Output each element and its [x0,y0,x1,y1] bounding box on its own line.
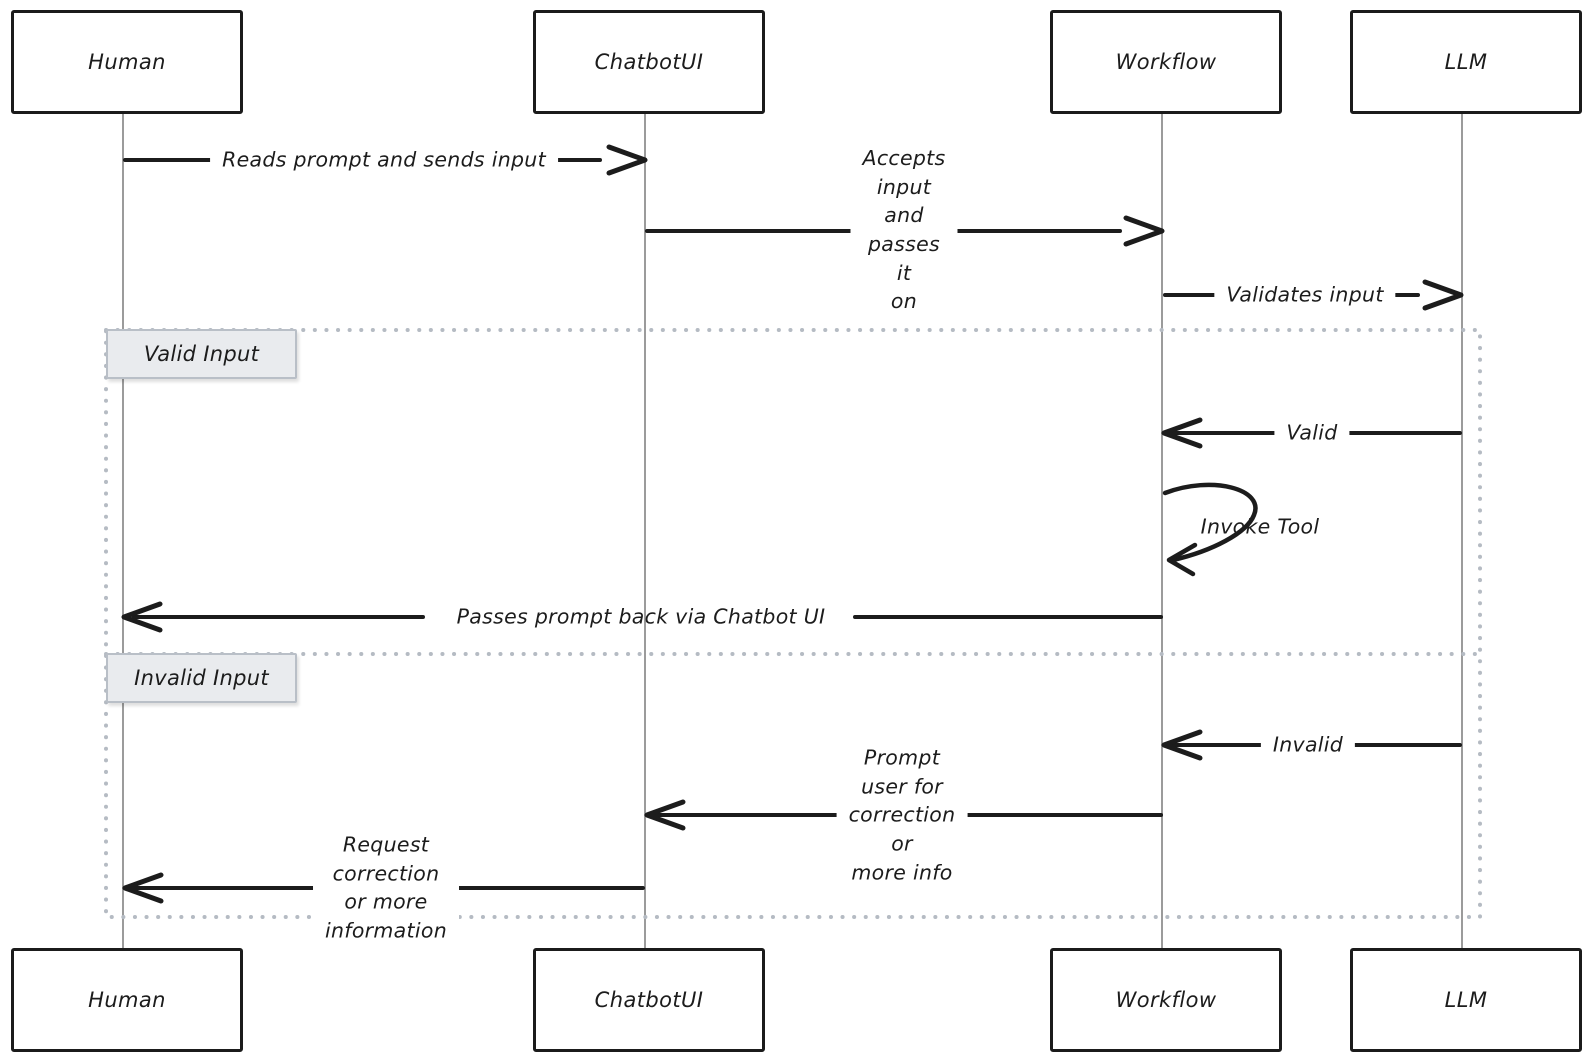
actor-label: Workflow [1115,988,1217,1012]
actor-label: Workflow [1115,50,1217,74]
section-label-valid: Valid Input [106,329,297,379]
message-line [132,615,425,619]
actor-label: LLM [1444,50,1488,74]
actor-box-human-top: Human [11,10,243,114]
message-label: Accepts input and passes it on [850,142,958,318]
actor-box-llm-bottom: LLM [1350,948,1582,1052]
arrowhead-left-icon [644,799,686,831]
section-label-invalid-text: Invalid Input [134,666,269,690]
actor-label: Human [88,988,166,1012]
message-line [853,615,1163,619]
actor-label: Human [88,50,166,74]
message-label: Prompt user for correction or more info [836,742,968,888]
message-label: Invalid [1260,729,1356,761]
message-label: Valid [1274,417,1350,449]
actor-box-human-bottom: Human [11,948,243,1052]
section-label-valid-text: Valid Input [143,342,260,366]
arrowhead-left-icon [122,872,164,904]
lifeline-chatbotui [644,108,646,948]
arrowhead-left-icon [121,601,163,633]
actor-box-llm-top: LLM [1350,10,1582,114]
message-label: Passes prompt back via Chatbot UI [456,604,826,629]
arrowhead-right-icon [1422,279,1464,311]
lifeline-workflow [1161,108,1163,948]
actor-box-chatbotui-bottom: ChatbotUI [533,948,765,1052]
message-label: Validates input [1214,279,1396,311]
message-label: Request correction or more information [313,829,459,947]
actor-box-workflow-bottom: Workflow [1050,948,1282,1052]
arrowhead-left-icon [1161,729,1203,761]
actor-box-chatbotui-top: ChatbotUI [533,10,765,114]
actor-box-workflow-top: Workflow [1050,10,1282,114]
section-label-invalid: Invalid Input [106,653,297,703]
arrowhead-right-icon [1123,215,1165,247]
actor-label: ChatbotUI [594,50,704,74]
lifeline-human [122,108,124,948]
arrowhead-left-icon [1161,417,1203,449]
message-label: Reads prompt and sends input [210,144,558,176]
arrowhead-right-icon [606,144,648,176]
actor-label: LLM [1444,988,1488,1012]
self-loop-arrow-icon [1162,482,1258,577]
actor-label: ChatbotUI [594,988,704,1012]
lifeline-llm [1461,108,1463,948]
message-label: Invoke Tool [1200,514,1320,539]
